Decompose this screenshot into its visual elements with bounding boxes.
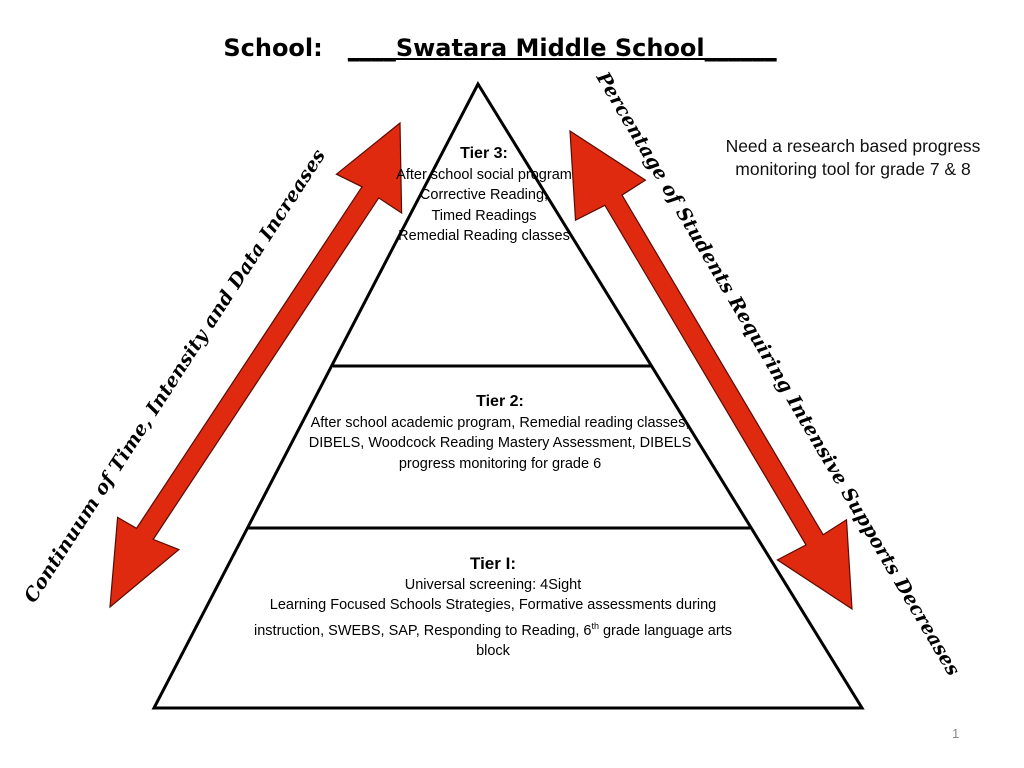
tier-1-superscript: th bbox=[591, 620, 599, 631]
tier-3-heading: Tier 3: bbox=[460, 145, 508, 162]
tier-1-strategies: Learning Focused Schools Strategies, For… bbox=[250, 595, 736, 661]
tier-2-text: After school academic program, Remedial … bbox=[308, 414, 692, 472]
page-number: 1 bbox=[952, 726, 960, 741]
tier-3-item: Timed Readings bbox=[431, 207, 537, 224]
pyramid-outline bbox=[151, 80, 865, 710]
tier-1-box: Tier I: Universal screening: 4Sight Lear… bbox=[250, 554, 736, 661]
right-double-arrow bbox=[569, 129, 853, 611]
tier-1-screening: Universal screening: 4Sight bbox=[404, 576, 582, 593]
tier-1-strategies-text: Learning Focused Schools Strategies, For… bbox=[254, 597, 717, 639]
tier-3-item: Remedial Reading classes bbox=[398, 228, 570, 244]
tier-3-item: After school social program bbox=[396, 166, 572, 183]
research-note: Need a research based progress monitorin… bbox=[725, 136, 981, 179]
tier-3-item: Corrective Reading, bbox=[419, 187, 549, 203]
left-double-arrow bbox=[109, 121, 403, 609]
tier-1-strategies-end: grade language arts block bbox=[476, 622, 732, 659]
page-title: School: ____Swatara Middle School______ bbox=[0, 34, 1000, 62]
school-label: School: bbox=[223, 34, 348, 62]
tier-3-box: Tier 3: After school social program Corr… bbox=[378, 144, 590, 247]
tier-2-box: Tier 2: After school academic program, R… bbox=[308, 392, 692, 474]
tier-2-heading: Tier 2: bbox=[476, 393, 524, 410]
tier-1-heading: Tier I: bbox=[470, 554, 516, 573]
school-name: ____Swatara Middle School______ bbox=[347, 34, 777, 62]
